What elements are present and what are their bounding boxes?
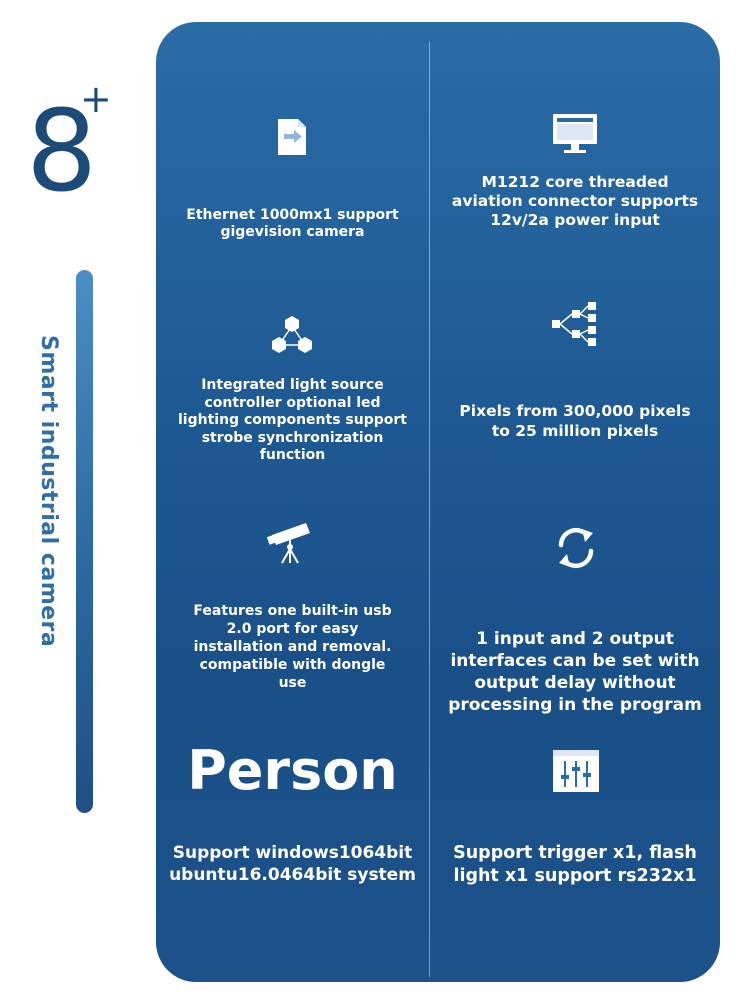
big-number: 8 bbox=[26, 87, 98, 217]
cell-ethernet: Ethernet 1000mx1 support gigevision came… bbox=[156, 117, 429, 247]
center-divider bbox=[429, 42, 430, 977]
monitor-icon bbox=[553, 114, 597, 153]
feature-text: Features one built-in usb 2.0 port for e… bbox=[193, 603, 392, 691]
cell-core: M1212 core threaded aviation connector s… bbox=[430, 112, 720, 242]
refresh-icon bbox=[558, 527, 594, 569]
hierarchy-icon bbox=[552, 302, 596, 346]
cell-pixels: Pixels from 300,000 pixels to 25 million… bbox=[430, 302, 720, 442]
cell-light: Integrated light source controller optio… bbox=[156, 312, 429, 472]
cell-io: 1 input and 2 output interfaces can be s… bbox=[430, 525, 720, 715]
telescope-icon bbox=[266, 523, 310, 564]
feature-panel: Ethernet 1000mx1 support gigevision came… bbox=[156, 22, 720, 982]
feature-text: M1212 core threaded aviation connector s… bbox=[451, 173, 699, 229]
cubes-network-icon bbox=[272, 316, 312, 353]
person-heading: Person bbox=[187, 739, 398, 802]
feature-text: Pixels from 300,000 pixels to 25 million… bbox=[459, 402, 691, 440]
cell-usb: Features one built-in usb 2.0 port for e… bbox=[156, 517, 429, 697]
side-accent-bar bbox=[76, 270, 93, 813]
document-arrow-icon bbox=[278, 119, 306, 155]
feature-text: Support trigger x1, flash light x1 suppo… bbox=[453, 843, 697, 886]
feature-text: Support windows1064bit ubuntu16.0464bit … bbox=[169, 843, 416, 885]
feature-text: Integrated light source controller optio… bbox=[178, 377, 407, 463]
feature-text: Ethernet 1000mx1 support gigevision came… bbox=[186, 207, 399, 240]
feature-text: 1 input and 2 output interfaces can be s… bbox=[448, 629, 702, 715]
cell-system: Person Support windows1064bit ubuntu16.0… bbox=[156, 744, 429, 894]
big-plus: + bbox=[80, 77, 112, 121]
cell-trigger: Support trigger x1, flash light x1 suppo… bbox=[430, 749, 720, 899]
sliders-window-icon bbox=[553, 750, 599, 792]
vertical-title: Smart industrial camera bbox=[36, 335, 61, 648]
